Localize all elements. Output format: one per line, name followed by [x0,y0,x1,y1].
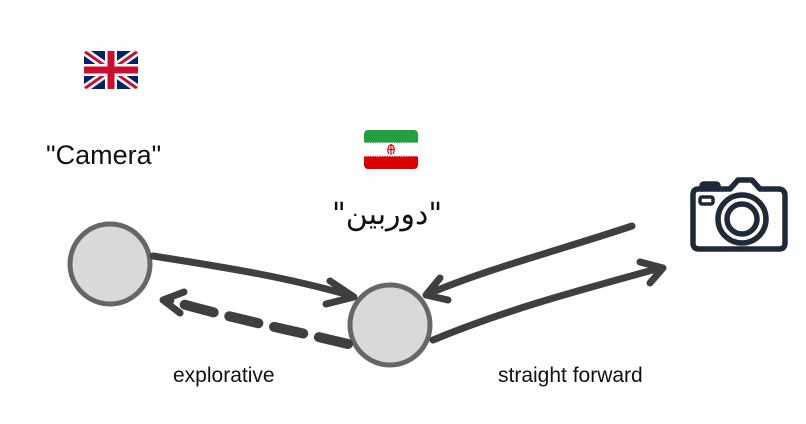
camera-icon [690,177,788,252]
english-word-label: "Camera" [46,140,162,170]
arrow-left-to-word [149,252,358,308]
straight-forward-caption: straight forward [498,364,643,387]
iran-flag-icon [364,130,418,169]
arrow-word-to-camera [429,258,667,344]
word-node [347,282,433,368]
explorative-node [67,221,153,307]
arrow-word-to-left-dashed [159,288,353,349]
explorative-caption: explorative [173,364,275,387]
uk-flag-icon [84,51,138,89]
arrow-camera-to-word [422,222,636,304]
persian-word-label: "دوربین" [332,197,443,232]
